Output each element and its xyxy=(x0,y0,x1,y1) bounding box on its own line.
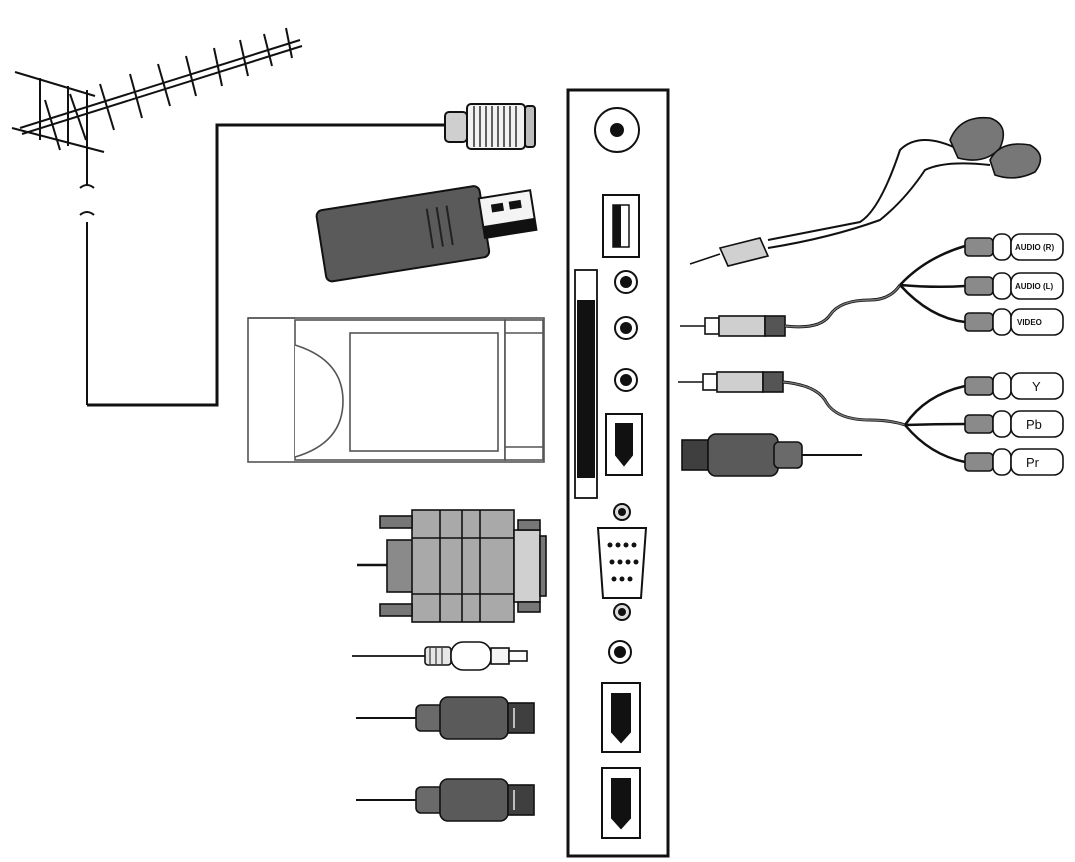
ci-module-icon xyxy=(247,317,545,463)
tv-rear-panel-icon xyxy=(566,88,670,858)
hdmi-plug-icon xyxy=(356,696,535,740)
pb-label: Pb xyxy=(1026,417,1042,432)
rca-plug-icon xyxy=(352,641,528,671)
video-label: VIDEO xyxy=(1017,318,1042,327)
hdmi-plug-icon xyxy=(681,433,862,477)
audio-l-label: AUDIO (L) xyxy=(1015,282,1054,291)
usb-stick-icon xyxy=(315,185,538,283)
vga-plug-icon xyxy=(357,509,547,623)
rf-plug-icon xyxy=(444,103,536,150)
av-cable-icon xyxy=(680,233,1064,337)
y-label: Y xyxy=(1032,379,1041,394)
antenna-cable xyxy=(87,123,445,407)
hdmi-plug-icon xyxy=(356,778,535,822)
hdmi-port xyxy=(601,682,641,753)
antenna-icon xyxy=(11,27,303,405)
component-cable-icon xyxy=(678,371,1064,476)
earphones-icon xyxy=(689,116,1042,267)
hdmi-port xyxy=(601,767,641,839)
pr-label: Pr xyxy=(1026,455,1040,470)
hdmi-port xyxy=(605,413,643,476)
audio-r-label: AUDIO (R) xyxy=(1015,243,1054,252)
vga-port xyxy=(596,503,648,621)
